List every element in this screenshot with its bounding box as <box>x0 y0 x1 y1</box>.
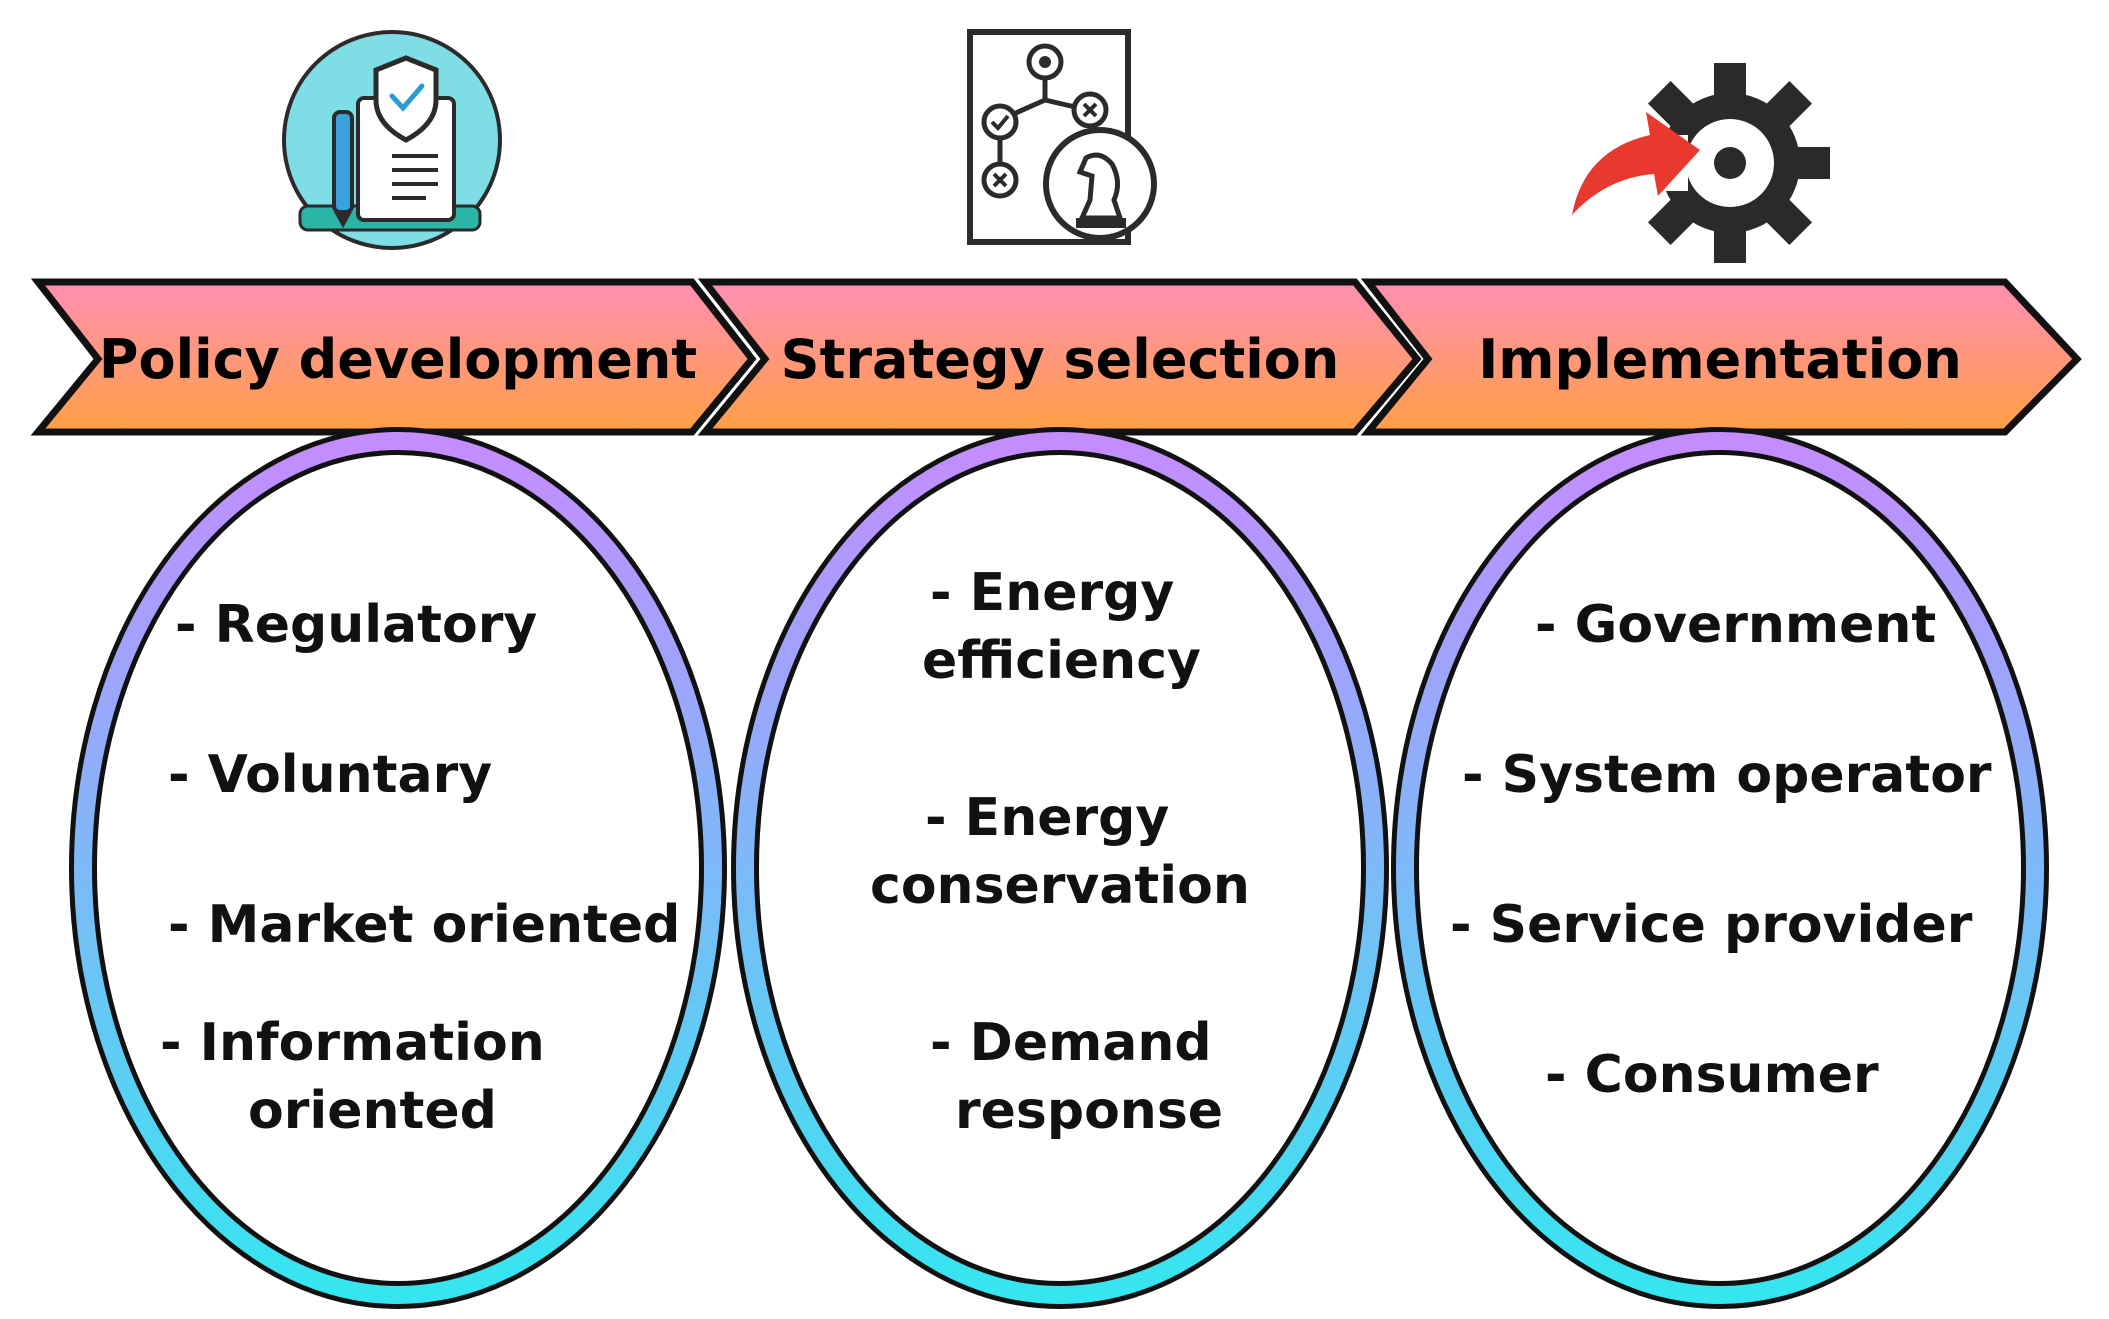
policy-item-information-oriented-line2: oriented <box>248 1081 497 1141</box>
strategy-item-demand-response-line1: - Demand <box>930 1013 1212 1073</box>
stage-arrow-implementation <box>1360 278 2082 436</box>
strategy-item-energy-conservation-line2: conservation <box>870 856 1250 916</box>
stage-arrow-strategy-selection <box>697 278 1422 436</box>
stage-title-policy-development: Policy development <box>99 328 697 391</box>
stage-title-strategy-selection: Strategy selection <box>781 328 1340 391</box>
implementation-item-system-operator: - System operator <box>1462 745 1992 805</box>
implementation-item-consumer: - Consumer <box>1545 1045 1879 1105</box>
implementation-ellipse <box>1391 427 2049 1309</box>
policy-item-regulatory: - Regulatory <box>175 595 537 655</box>
policy-item-market-oriented: - Market oriented <box>168 895 680 955</box>
policy-item-information-oriented-line1: - Information <box>160 1013 545 1073</box>
policy-development-ellipse <box>69 427 727 1309</box>
stage-arrow-policy-development <box>30 278 757 436</box>
strategy-chess-flowchart-icon <box>967 29 1157 245</box>
implementation-item-government: - Government <box>1535 595 1936 655</box>
stage-title-implementation: Implementation <box>1478 328 1962 391</box>
strategy-item-energy-efficiency-line1: - Energy <box>930 563 1174 623</box>
strategy-item-energy-conservation-line1: - Energy <box>925 788 1169 848</box>
implementation-gear-arrow-icon <box>1572 63 1830 263</box>
policy-item-voluntary: - Voluntary <box>168 745 492 805</box>
process-arrow-banner <box>30 278 2082 436</box>
implementation-item-service-provider: - Service provider <box>1450 895 1973 955</box>
strategy-item-demand-response-line2: response <box>955 1081 1223 1141</box>
policy-document-shield-icon <box>282 30 502 250</box>
strategy-selection-ellipse <box>731 427 1389 1309</box>
strategy-item-energy-efficiency-line2: efficiency <box>922 631 1201 691</box>
